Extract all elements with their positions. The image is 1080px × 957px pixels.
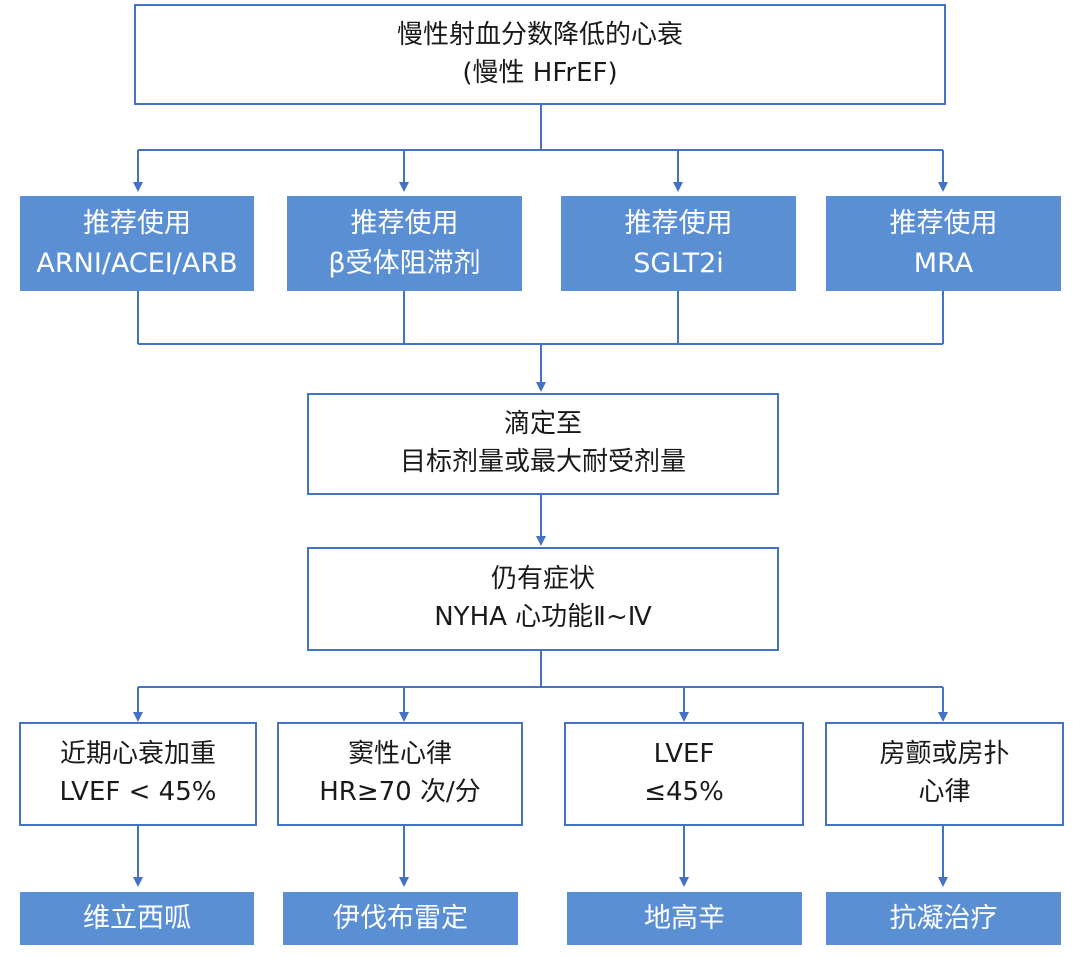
drug-name: ARNI/ACEI/ARB (36, 247, 238, 279)
drug-box-mra: 推荐使用 MRA (826, 196, 1061, 291)
condition-box-af: 房颤或房扑 心律 (825, 722, 1064, 826)
treatment-box-anticoagulation: 抗凝治疗 (826, 892, 1061, 945)
condition-line-2: HR≥70 次/分 (319, 777, 481, 807)
symptoms-line-1: 仍有症状 (490, 564, 595, 595)
condition-line-1: 近期心衰加重 (59, 739, 216, 770)
condition-box-sinus-rhythm: 窦性心律 HR≥70 次/分 (277, 722, 523, 826)
hfref-box: 慢性射血分数降低的心衰 (慢性 HFrEF) (134, 4, 946, 105)
condition-line-1: 房颤或房扑 (879, 739, 1010, 770)
treatment-label: 维立西呱 (83, 902, 191, 934)
drug-box-sglt2i: 推荐使用 SGLT2i (561, 196, 796, 291)
treatment-label: 伊伐布雷定 (333, 902, 468, 934)
treatment-label: 抗凝治疗 (889, 902, 998, 934)
treatment-box-digoxin: 地高辛 (567, 892, 802, 945)
condition-line-2: ≤45% (644, 777, 724, 807)
titrate-box: 滴定至 目标剂量或最大耐受剂量 (307, 393, 779, 495)
titrate-line-1: 滴定至 (503, 409, 582, 440)
condition-line-2: 心律 (918, 777, 971, 807)
drug-name: β受体阻滞剂 (328, 247, 481, 279)
condition-box-lvef: LVEF ≤45% (564, 722, 804, 826)
treatment-box-ivabradine: 伊伐布雷定 (283, 892, 518, 945)
condition-line-1: LVEF (653, 739, 715, 770)
condition-line-1: 窦性心律 (347, 739, 452, 770)
hfref-title: 慢性射血分数降低的心衰 (396, 19, 683, 50)
drug-label: 推荐使用 (350, 208, 459, 240)
drug-name: MRA (913, 247, 974, 279)
treatment-label: 地高辛 (644, 902, 725, 934)
condition-line-2: LVEF < 45% (59, 777, 217, 807)
titrate-line-2: 目标剂量或最大耐受剂量 (399, 447, 686, 477)
drug-name: SGLT2i (633, 247, 724, 279)
drug-label: 推荐使用 (83, 208, 191, 240)
symptoms-box: 仍有症状 NYHA 心功能Ⅱ~Ⅳ (307, 547, 779, 651)
drug-label: 推荐使用 (624, 208, 733, 240)
drug-box-arni: 推荐使用 ARNI/ACEI/ARB (20, 196, 254, 291)
hfref-subtitle: (慢性 HFrEF) (462, 57, 618, 88)
condition-box-worsening-hf: 近期心衰加重 LVEF < 45% (19, 722, 257, 826)
drug-label: 推荐使用 (889, 208, 998, 240)
drug-box-beta-blocker: 推荐使用 β受体阻滞剂 (287, 196, 522, 291)
treatment-box-vericiguat: 维立西呱 (20, 892, 254, 945)
symptoms-line-2: NYHA 心功能Ⅱ~Ⅳ (434, 602, 652, 632)
